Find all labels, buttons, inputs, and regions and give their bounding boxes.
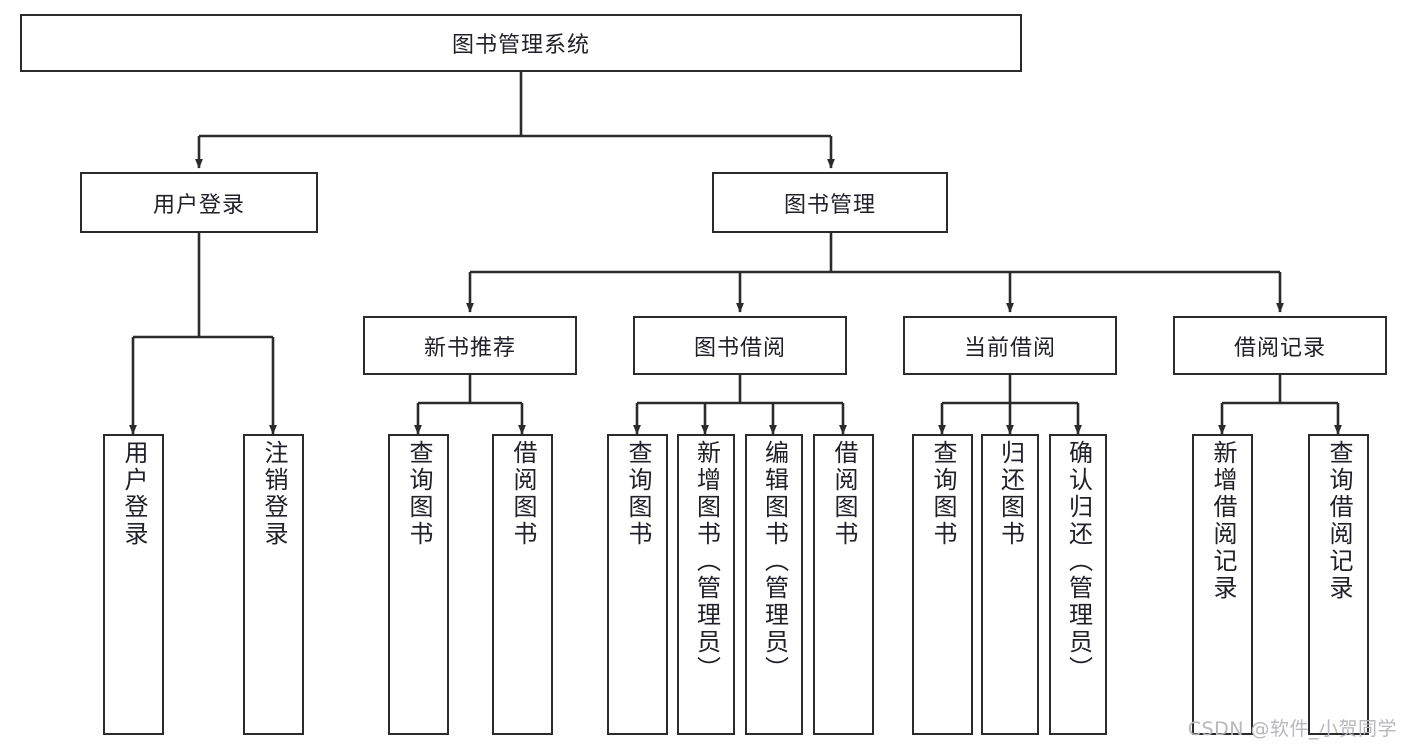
node-label: 查询图书 (404, 440, 433, 548)
leaf-query-book-current[interactable]: 查询图书 (912, 434, 973, 735)
node-book-borrow[interactable]: 图书借阅 (633, 316, 847, 375)
node-label: 新增图书（管理员） (692, 440, 721, 683)
node-user-login[interactable]: 用户登录 (80, 172, 318, 233)
node-label: 查询借阅记录 (1324, 440, 1353, 602)
node-label: 归还图书 (996, 440, 1025, 548)
node-label: 新增借阅记录 (1208, 440, 1237, 602)
node-label: 确认归还（管理员） (1064, 440, 1093, 683)
node-label: 用户登录 (152, 192, 245, 218)
node-label: 图书借阅 (693, 335, 786, 361)
node-label: 新书推荐 (423, 335, 516, 361)
node-label: 查询图书 (928, 440, 957, 548)
leaf-confirm-return-admin[interactable]: 确认归还（管理员） (1049, 434, 1107, 735)
leaf-query-book-borrow[interactable]: 查询图书 (607, 434, 668, 735)
leaf-add-book-admin[interactable]: 新增图书（管理员） (677, 434, 735, 735)
node-new-book-recommend[interactable]: 新书推荐 (363, 316, 577, 375)
node-label: 当前借阅 (963, 335, 1056, 361)
node-label: 借阅记录 (1233, 335, 1326, 361)
node-label: 图书管理系统 (451, 33, 590, 58)
csdn-watermark: CSDN @软件_小贺同学 (1187, 718, 1397, 740)
node-book-management[interactable]: 图书管理 (712, 172, 948, 233)
leaf-add-borrow-record[interactable]: 新增借阅记录 (1192, 434, 1253, 735)
leaf-logout-login[interactable]: 注销登录 (243, 434, 304, 735)
leaf-query-borrow-record[interactable]: 查询借阅记录 (1308, 434, 1369, 735)
node-label: 借阅图书 (829, 440, 858, 548)
node-label: 用户登录 (119, 440, 148, 548)
leaf-user-login[interactable]: 用户登录 (103, 434, 164, 735)
node-label: 查询图书 (623, 440, 652, 548)
leaf-query-book-recommend[interactable]: 查询图书 (388, 434, 449, 735)
node-label: 借阅图书 (508, 440, 537, 548)
leaf-edit-book-admin[interactable]: 编辑图书（管理员） (745, 434, 803, 735)
node-borrow-record[interactable]: 借阅记录 (1173, 316, 1387, 375)
node-label: 编辑图书（管理员） (760, 440, 789, 683)
node-label: 注销登录 (259, 440, 288, 548)
node-current-borrow[interactable]: 当前借阅 (903, 316, 1117, 375)
node-label: 图书管理 (783, 192, 876, 218)
leaf-borrow-book-recommend[interactable]: 借阅图书 (492, 434, 553, 735)
leaf-return-book[interactable]: 归还图书 (981, 434, 1039, 735)
node-root-book-management-system[interactable]: 图书管理系统 (20, 14, 1022, 72)
leaf-borrow-book-borrow[interactable]: 借阅图书 (813, 434, 874, 735)
